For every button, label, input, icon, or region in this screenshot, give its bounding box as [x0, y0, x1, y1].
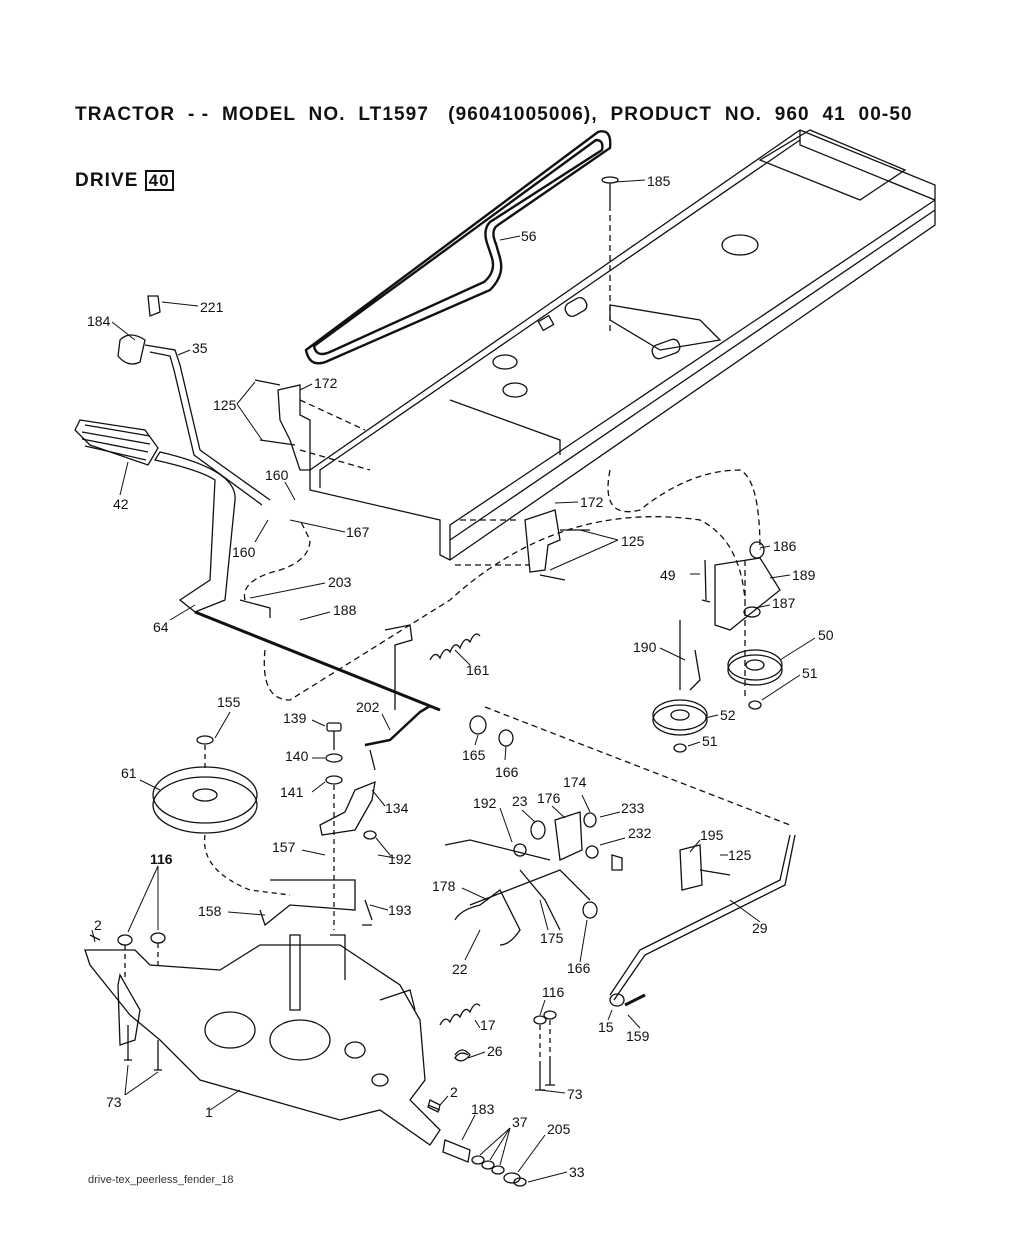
callout-label: 23	[512, 793, 528, 809]
callout-label: 166	[567, 960, 591, 976]
callout-label: 2	[94, 917, 102, 933]
callout-label: 221	[200, 299, 224, 315]
diagram-title: TRACTOR - - MODEL NO. LT1597 (9604100500…	[75, 60, 913, 214]
callout-label: 1	[205, 1104, 213, 1120]
callout-label: 35	[192, 340, 208, 356]
spring-161-part	[429, 633, 481, 661]
diagram-filename: drive-tex_peerless_fender_18	[88, 1174, 234, 1186]
callout-label: 186	[773, 538, 797, 554]
callout-label: 37	[512, 1114, 528, 1130]
callout-labels: 185 56 221 184 35 172 125 42 160 167 160…	[87, 173, 834, 1180]
callout-label: 134	[385, 800, 409, 816]
bolt-185-part	[601, 176, 619, 335]
callout-label: 189	[792, 567, 816, 583]
transaxle-part	[84, 932, 441, 1146]
callout-label: 61	[121, 765, 137, 781]
callout-label: 125	[621, 533, 645, 549]
callout-label: 56	[521, 228, 537, 244]
pedal-assembly-part	[74, 295, 441, 712]
callout-label: 159	[626, 1028, 650, 1044]
callout-label: 140	[285, 748, 309, 764]
callout-label: 116	[150, 851, 173, 867]
callout-label: 165	[462, 747, 486, 763]
callout-label: 139	[283, 710, 307, 726]
callout-label: 64	[153, 619, 169, 635]
callout-label: 190	[633, 639, 657, 655]
callout-label: 233	[621, 800, 645, 816]
callout-label: 203	[328, 574, 352, 590]
callout-label: 161	[466, 662, 490, 678]
callout-label: 167	[346, 524, 370, 540]
callout-label: 202	[356, 699, 380, 715]
frame-part	[309, 129, 936, 561]
section-label: DRIVE	[75, 170, 139, 191]
callout-label: 42	[113, 496, 129, 512]
pulley-50-part	[727, 649, 783, 710]
callout-label: 172	[314, 375, 338, 391]
callout-label: 2	[450, 1084, 458, 1100]
callout-label: 51	[802, 665, 818, 681]
callout-label: 205	[547, 1121, 571, 1137]
callout-label: 195	[700, 827, 724, 843]
callout-label: 185	[647, 173, 671, 189]
callout-label: 49	[660, 567, 676, 583]
callout-label: 73	[567, 1086, 583, 1102]
drive-belt-part	[304, 130, 612, 365]
callout-label: 26	[487, 1043, 503, 1059]
callout-label: 116	[542, 984, 565, 1000]
pulley-61-part	[152, 735, 258, 834]
callout-label: 15	[598, 1019, 614, 1035]
bracket-172-part	[254, 379, 590, 581]
callout-label: 50	[818, 627, 834, 643]
shift-linkage-part	[444, 811, 623, 946]
idler-bracket-part	[679, 541, 781, 691]
callout-label: 174	[563, 774, 587, 790]
pulley-52-part	[652, 699, 708, 753]
callout-label: 175	[540, 930, 564, 946]
title-model-line: TRACTOR - - MODEL NO. LT1597 (9604100500…	[75, 104, 913, 125]
callout-label: 22	[452, 961, 468, 977]
callout-label: 73	[106, 1094, 122, 1110]
callout-label: 172	[580, 494, 604, 510]
callout-label: 29	[752, 920, 768, 936]
callout-label: 183	[471, 1101, 495, 1117]
callout-label: 158	[198, 903, 222, 919]
callout-label: 17	[480, 1017, 496, 1033]
callout-label: 157	[272, 839, 296, 855]
spring-17-part	[439, 1003, 481, 1026]
spring-26-part	[454, 1049, 471, 1062]
callout-label: 192	[388, 851, 412, 867]
callout-label: 33	[569, 1164, 585, 1180]
callout-label: 176	[537, 790, 561, 806]
callout-label: 141	[280, 784, 304, 800]
callout-label: 155	[217, 694, 241, 710]
callout-label: 232	[628, 825, 652, 841]
callout-label: 125	[728, 847, 752, 863]
callout-label: 160	[265, 467, 289, 483]
callout-label: 52	[720, 707, 736, 723]
callout-label: 166	[495, 764, 519, 780]
rod-29-part	[609, 834, 796, 1007]
callout-label: 51	[702, 733, 718, 749]
callout-label: 178	[432, 878, 456, 894]
page-number-badge: 40	[144, 170, 174, 191]
bracket-134-part	[319, 722, 377, 930]
callout-label: 187	[772, 595, 796, 611]
callout-label: 188	[333, 602, 357, 618]
callout-label: 193	[388, 902, 412, 918]
callout-label: 184	[87, 313, 111, 329]
callout-label: 192	[473, 795, 497, 811]
callout-label: 160	[232, 544, 256, 560]
callout-label: 125	[213, 397, 237, 413]
